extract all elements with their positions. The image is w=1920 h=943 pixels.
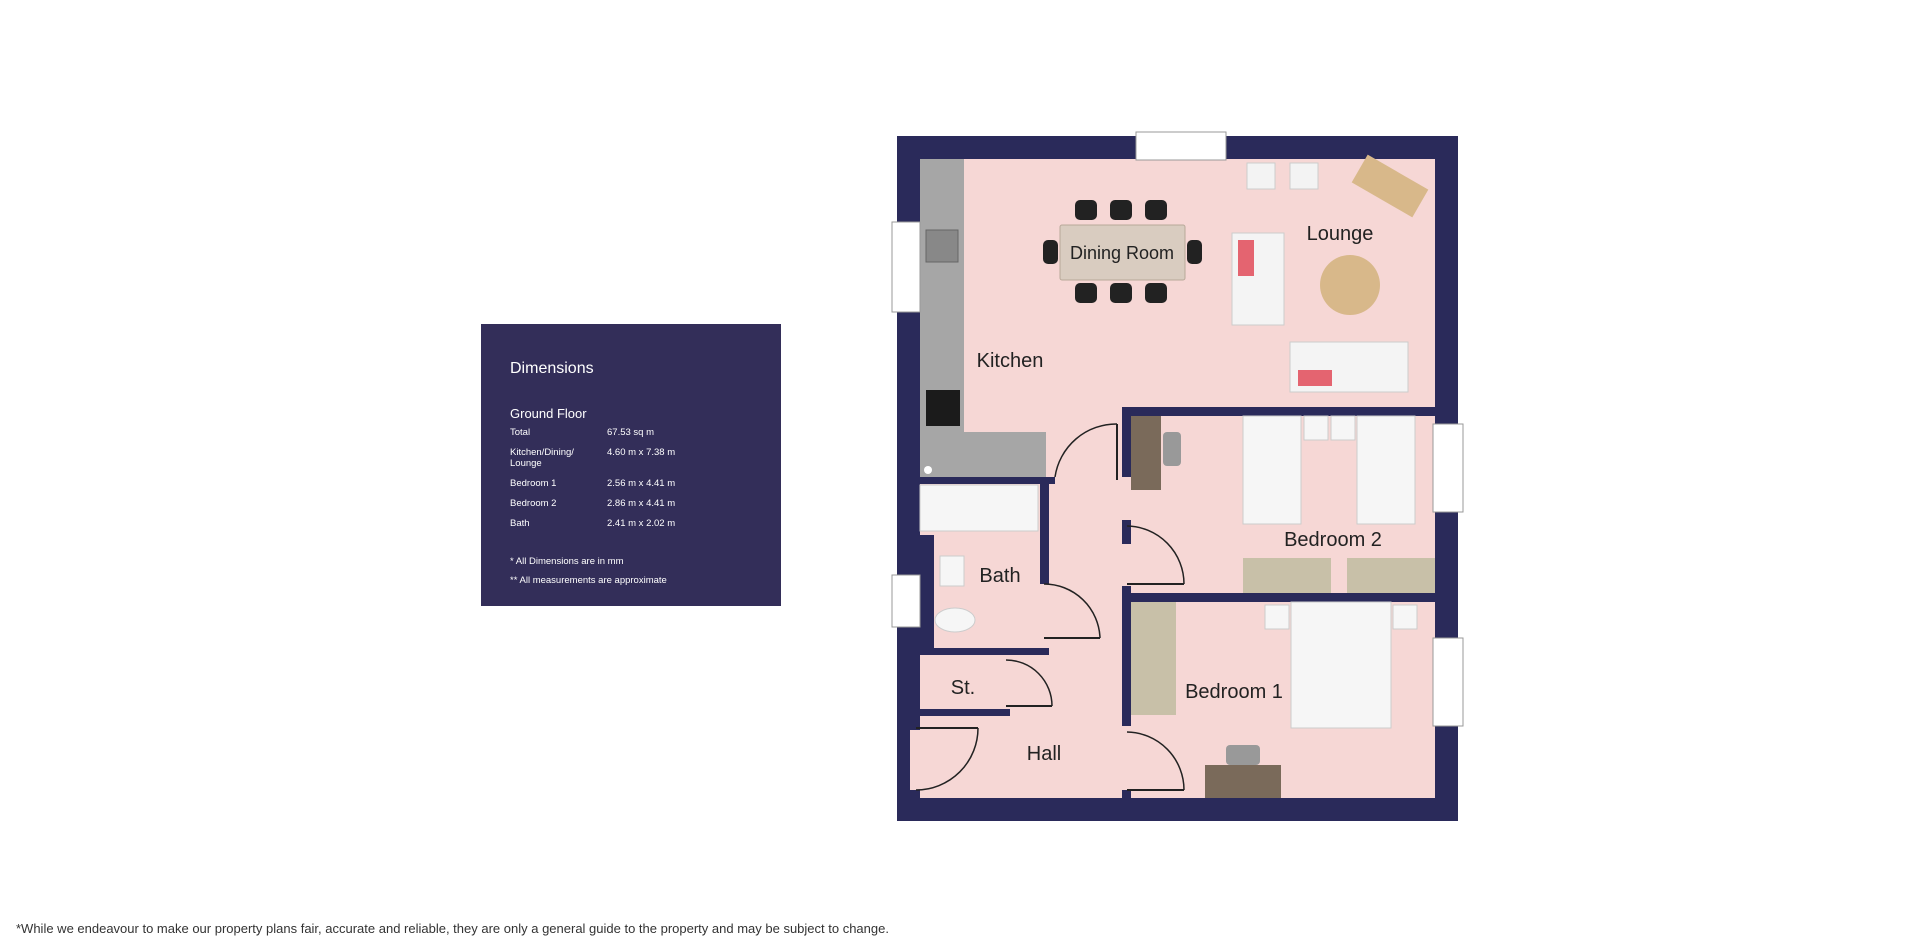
dimension-label: Bedroom 2 [510, 498, 557, 509]
wall-storage-hall [920, 709, 1010, 716]
room-label-storage: St. [951, 677, 975, 699]
door-arc-entrance [915, 727, 979, 791]
room-label-kitchen: Kitchen [977, 350, 1044, 372]
wall-bedroom2-upper [1122, 407, 1131, 477]
coffee-table-icon [1320, 255, 1380, 315]
dimension-row: Kitchen/Dining/ Lounge 4.60 m x 7.38 m [510, 447, 675, 478]
wardrobe-icon [1243, 558, 1331, 593]
desk-icon [1205, 765, 1281, 798]
wall-lounge-bedroom2 [1122, 407, 1435, 416]
dimensions-heading: Dimensions [510, 360, 594, 377]
window-kitchen [891, 221, 921, 313]
dimension-value: 2.56 m x 4.41 m [607, 478, 676, 489]
room-label-bath: Bath [979, 565, 1020, 587]
dimensions-note: * All Dimensions are in mm [510, 556, 624, 567]
door-arc-bedroom1 [1126, 731, 1185, 791]
chair-icon [1226, 745, 1260, 765]
hob-icon [926, 390, 960, 426]
cushion-icon [1238, 240, 1254, 276]
dimension-value: 2.86 m x 4.41 m [607, 498, 676, 509]
wall-bath-outer [920, 535, 934, 648]
door-arc-bath [1043, 583, 1101, 639]
dimension-row: Bedroom 1 2.56 m x 4.41 m [510, 478, 675, 498]
chair-icon [1163, 432, 1181, 466]
dimension-label: Bath [510, 518, 530, 529]
window-bath [891, 574, 921, 628]
wardrobe-icon [1347, 558, 1435, 593]
single-bed-icon [1356, 415, 1416, 525]
floor-name: Ground Floor [510, 406, 587, 421]
window-top [1135, 131, 1227, 161]
dimension-label: Kitchen/Dining/ Lounge [510, 447, 574, 469]
wall-bedroom-hall-low [1122, 790, 1131, 798]
dimensions-panel: Dimensions Ground Floor Total 67.53 sq m… [481, 324, 781, 606]
bathtub-icon [919, 484, 1039, 532]
dimension-label: Bedroom 1 [510, 478, 557, 489]
room-label-bedroom-2: Bedroom 2 [1284, 529, 1382, 551]
dimensions-table: Total 67.53 sq m Kitchen/Dining/ Lounge … [510, 427, 675, 538]
wall-bedroom2-bedroom1 [1131, 593, 1435, 602]
toilet-icon [934, 607, 976, 633]
wall-bedroom-hall [1122, 586, 1131, 726]
window-bedroom1 [1432, 637, 1464, 727]
nightstand-icon [1392, 604, 1418, 630]
room-label-dining-room: Dining Room [1070, 243, 1174, 263]
dimension-row: Total 67.53 sq m [510, 427, 675, 447]
nightstand-icon [1303, 415, 1329, 441]
basin-icon [939, 555, 965, 587]
wall-bedroom-hall-mid [1122, 520, 1131, 544]
boiler-icon [924, 466, 932, 474]
tv-unit-icon [1351, 154, 1429, 218]
door-arc-storage [1005, 659, 1053, 707]
cushion-icon [1298, 370, 1332, 386]
dimension-row: Bath 2.41 m x 2.02 m [510, 518, 675, 538]
wall-bath-storage [920, 648, 1049, 655]
nightstand-icon [1330, 415, 1356, 441]
dimension-value: 4.60 m x 7.38 m [607, 447, 676, 458]
room-label-bedroom-1: Bedroom 1 [1185, 681, 1283, 703]
dimension-value: 2.41 m x 2.02 m [607, 518, 676, 529]
desk-icon [1131, 416, 1161, 490]
dining-table [1043, 200, 1202, 303]
wardrobe-icon [1131, 602, 1176, 715]
dimension-label: Total [510, 427, 531, 438]
dimensions-note: ** All measurements are approximate [510, 575, 667, 586]
window-bedroom2 [1432, 423, 1464, 513]
room-label-hall: Hall [1027, 743, 1061, 765]
wall-kitchen-bath [920, 477, 1055, 484]
door-arc-kitchen [1054, 423, 1118, 478]
double-bed-icon [1290, 601, 1392, 729]
side-table-icon [1246, 162, 1276, 190]
wall-bath-hall [1040, 477, 1049, 584]
entrance-floor [910, 730, 922, 790]
disclaimer-text: *While we endeavour to make our property… [16, 921, 889, 936]
dimension-value: 67.53 sq m [607, 427, 654, 438]
dimension-row: Bedroom 2 2.86 m x 4.41 m [510, 498, 675, 518]
sink-icon [925, 229, 959, 263]
room-label-lounge: Lounge [1307, 223, 1374, 245]
side-table-icon [1289, 162, 1319, 190]
single-bed-icon [1242, 415, 1302, 525]
nightstand-icon [1264, 604, 1290, 630]
door-arc-bedroom2 [1126, 525, 1185, 585]
